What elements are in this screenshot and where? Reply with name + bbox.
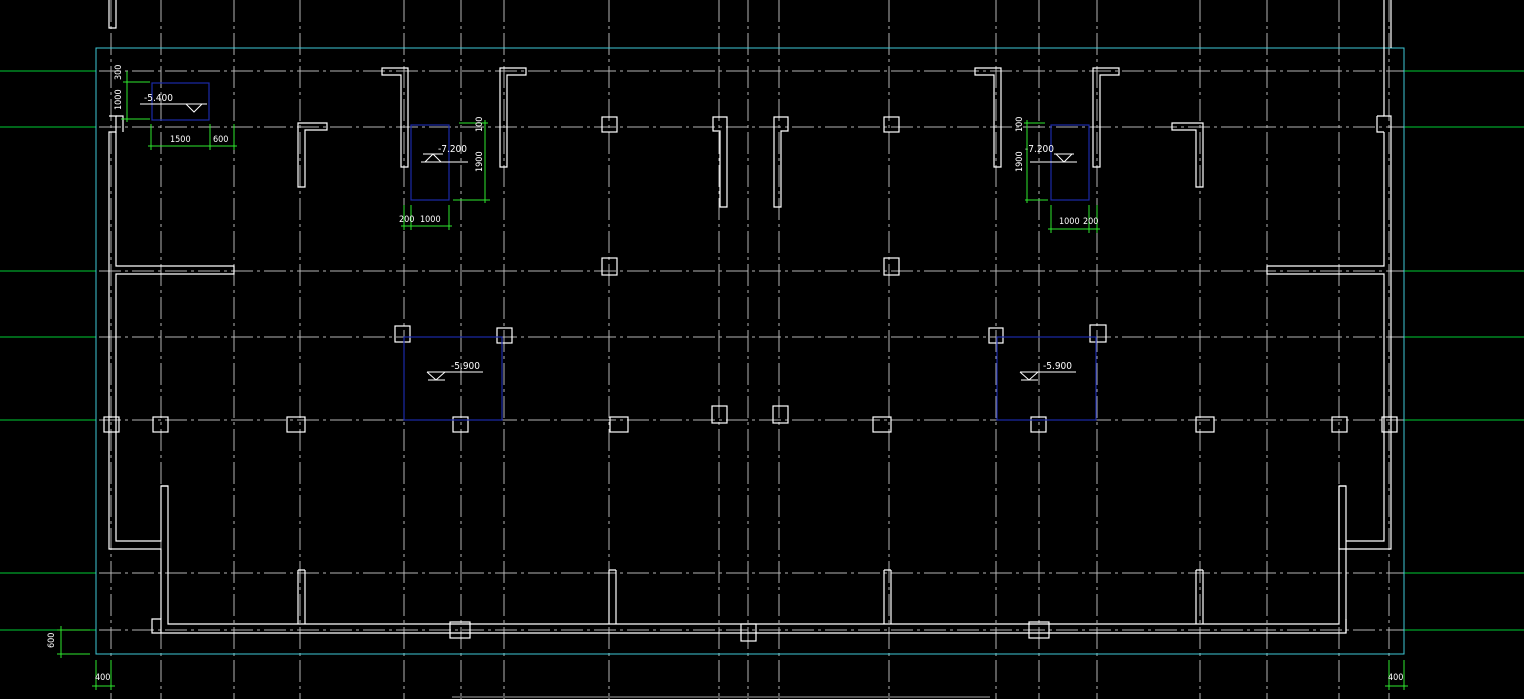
dimension-text: 1500	[170, 135, 191, 145]
wall-l-shape[interactable]	[773, 116, 789, 208]
dimension-line[interactable]	[57, 626, 90, 658]
dimension-text: 1900	[1015, 151, 1025, 172]
elevation-symbols	[140, 103, 1077, 381]
wall-stub[interactable]	[1195, 570, 1204, 624]
column[interactable]	[449, 621, 471, 639]
dimension-text: 1000	[420, 215, 441, 225]
dimension-text: 100	[475, 117, 485, 132]
elevation-marker-icon	[426, 371, 483, 381]
dimension-text: 1000	[1059, 217, 1080, 227]
wall-stub[interactable]	[883, 570, 892, 624]
column[interactable]	[1028, 621, 1050, 639]
dimension-text: 600	[213, 135, 228, 145]
column[interactable]	[1030, 416, 1047, 433]
dimension-text: 400	[95, 673, 110, 683]
wall-stub[interactable]	[1383, 0, 1392, 48]
dimension-text: 300	[114, 65, 124, 80]
elevation-label-lower-left: -5.900	[451, 361, 480, 372]
exterior-wall-right-corner[interactable]	[1376, 115, 1384, 133]
pit-lower-left[interactable]	[403, 336, 503, 421]
column[interactable]	[711, 405, 728, 424]
column[interactable]	[496, 327, 513, 344]
column[interactable]	[394, 325, 411, 343]
dimension-line[interactable]	[121, 71, 150, 122]
column[interactable]	[1195, 416, 1215, 433]
foundation-outline[interactable]	[95, 47, 1405, 655]
elevation-marker-icon	[140, 103, 207, 113]
wall-l-shape[interactable]	[712, 116, 728, 208]
wall-stub[interactable]	[608, 570, 617, 624]
elevation-label-upper-left: -7.200	[438, 144, 467, 155]
column[interactable]	[1331, 416, 1348, 433]
dimension-line[interactable]	[1024, 120, 1048, 203]
wall-stub[interactable]	[297, 570, 306, 624]
dimension-line[interactable]	[148, 124, 237, 150]
dimension-text: 1000	[114, 89, 124, 110]
horizontal-grid-lines	[0, 70, 1524, 631]
elevation-marker-icon	[421, 153, 468, 163]
wall-l-shape[interactable]	[1092, 67, 1120, 168]
exterior-wall-left-corner[interactable]	[116, 115, 124, 132]
column[interactable]	[601, 116, 618, 133]
elevation-marker-icon	[1019, 371, 1076, 381]
wall-l-shape[interactable]	[499, 67, 527, 168]
wall-stub[interactable]	[108, 0, 117, 29]
column[interactable]	[772, 405, 789, 424]
column[interactable]	[152, 416, 169, 433]
elevation-marker-icon	[1030, 153, 1077, 163]
dimension-line[interactable]	[92, 660, 115, 690]
wall-l-shape[interactable]	[381, 67, 409, 168]
exterior-wall-right[interactable]	[1266, 48, 1392, 550]
column[interactable]	[609, 416, 629, 433]
column[interactable]	[872, 416, 892, 433]
wall-l-shape[interactable]	[1171, 122, 1204, 188]
wall-l-shape[interactable]	[974, 67, 1002, 168]
dimension-lines[interactable]	[57, 71, 1408, 690]
dimension-text: 200	[1083, 217, 1098, 227]
elevation-label-top-left: -5.400	[144, 93, 173, 104]
wall-stub-caps[interactable]	[161, 485, 1346, 571]
column[interactable]	[1089, 324, 1107, 343]
column[interactable]	[740, 623, 757, 642]
column[interactable]	[883, 257, 900, 276]
elevation-label-lower-right: -5.900	[1043, 361, 1072, 372]
elevation-label-upper-right: -7.200	[1025, 144, 1054, 155]
dimension-text: 200	[399, 215, 414, 225]
structural-walls[interactable]	[103, 0, 1398, 642]
dimension-line[interactable]	[453, 120, 490, 203]
dimension-text: 100	[1015, 117, 1025, 132]
column[interactable]	[286, 416, 306, 433]
dimension-text: 600	[47, 633, 57, 648]
dimension-text: 1900	[475, 151, 485, 172]
dimension-line[interactable]	[1385, 660, 1408, 690]
dimension-line[interactable]	[401, 205, 452, 230]
column[interactable]	[601, 257, 618, 276]
dimension-text: 400	[1388, 673, 1403, 683]
column[interactable]	[883, 116, 900, 133]
column[interactable]	[103, 416, 120, 433]
dimension-line[interactable]	[1048, 205, 1100, 233]
wall-l-shape[interactable]	[297, 122, 328, 188]
pit-top-left[interactable]	[151, 82, 210, 121]
column[interactable]	[452, 416, 469, 433]
column[interactable]	[988, 327, 1004, 344]
column[interactable]	[1381, 416, 1398, 433]
pit-lower-right[interactable]	[996, 336, 1097, 421]
